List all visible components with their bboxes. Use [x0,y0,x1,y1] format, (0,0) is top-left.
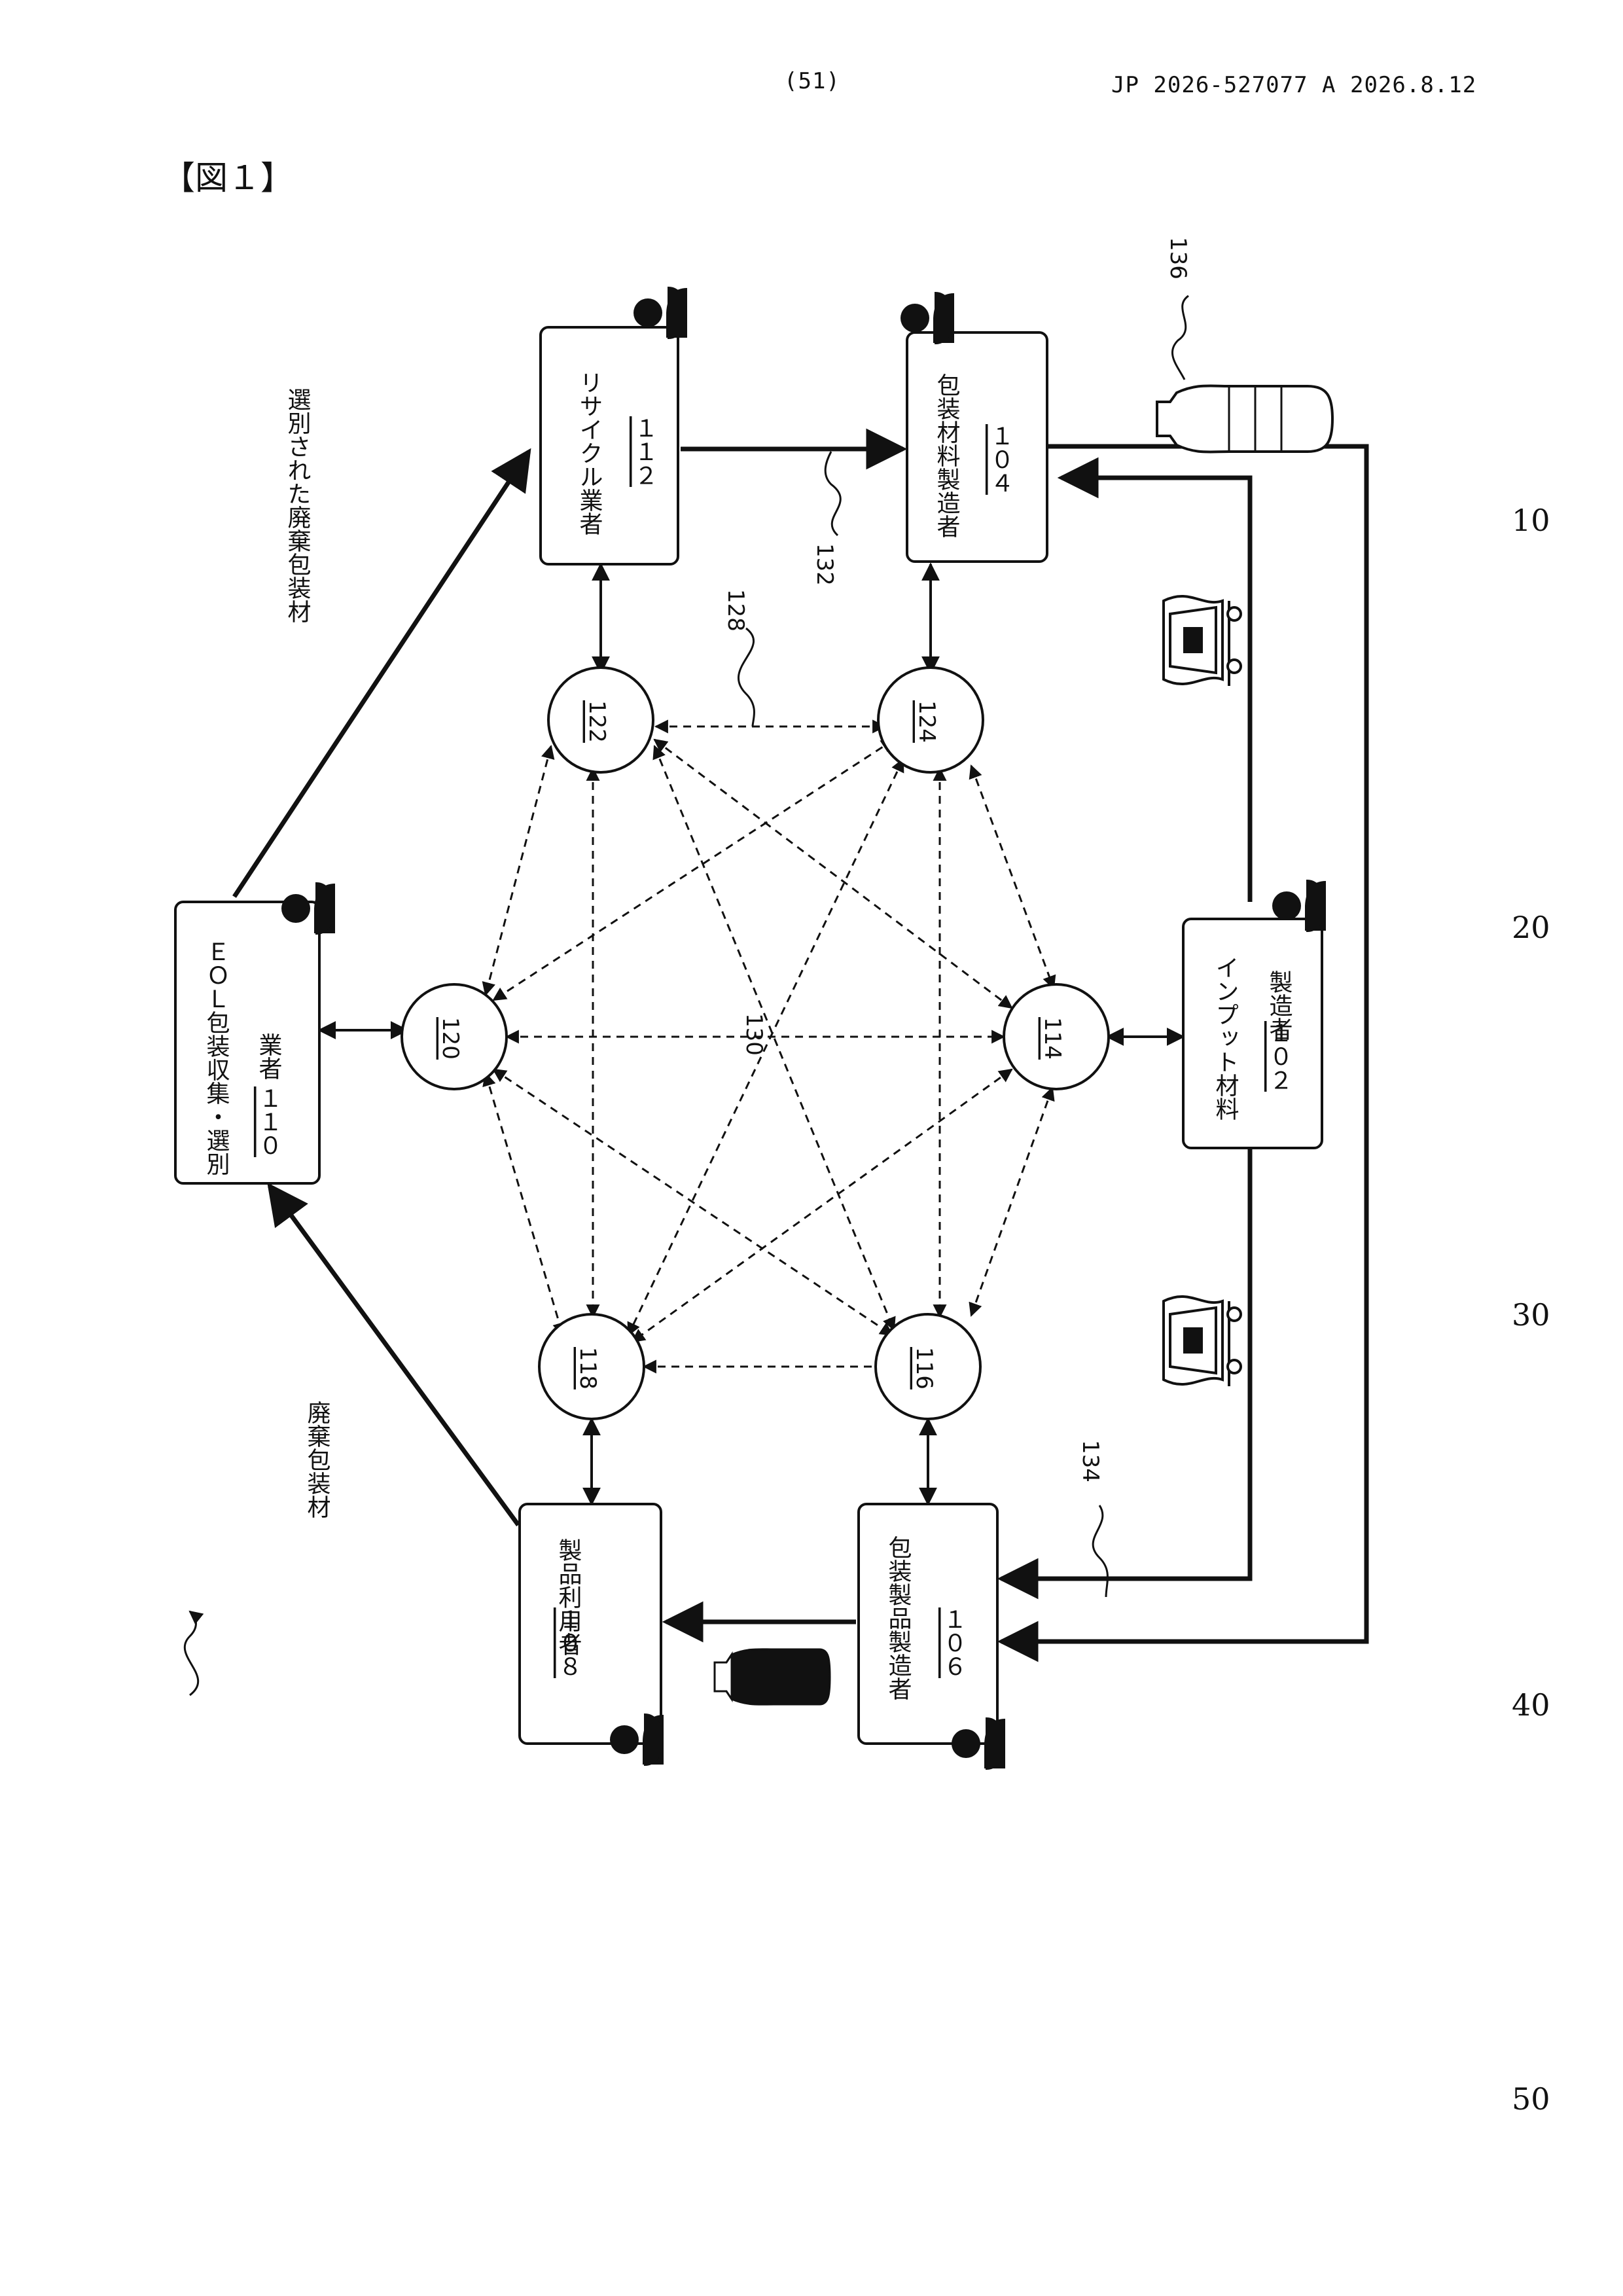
ref-134-label: 134 [1077,1440,1103,1482]
packaged-product-maker-ref: １０６ [940,1607,967,1678]
node-116-label: 116 [911,1347,937,1390]
box-eol-collector: ＥＯＬ包装収集・選別 業者 １１０ [175,902,319,1183]
bottle-icon [715,1649,830,1704]
ref-132-label: 132 [812,543,838,586]
ref-130: 130 [741,1013,767,1056]
ref-126 [185,1611,198,1695]
box-packaged-product-maker: 包装製品製造者 １０６ [859,1504,997,1744]
ref-136: 136 [1165,237,1191,380]
recycler-ref: １１２ [631,416,658,487]
node-114-label: 114 [1039,1017,1065,1060]
node-124: 124 [878,668,983,772]
mining-cart-icon [1164,596,1241,686]
node-118: 118 [539,1314,644,1419]
eol-collector-name-line1: ＥＯＬ包装収集・選別 [203,940,230,1175]
sorted-waste-label: 選別された廃棄包装材 [284,387,312,623]
input-material-maker-name-line1: インプット材料 [1212,956,1240,1121]
node-124-label: 124 [914,700,940,743]
eol-collector-ref: １１０ [255,1086,282,1157]
node-114: 114 [1004,984,1109,1089]
ref-136-label: 136 [1165,237,1191,279]
box-packaging-material-maker: 包装材料製造者 １０４ [907,332,1047,562]
input-material-maker-ref: １０２ [1266,1021,1293,1092]
ref-128-label: 128 [722,589,749,632]
node-116: 116 [876,1314,980,1419]
ref-130-label: 130 [741,1013,767,1056]
packaging-material-maker-ref: １０４ [987,424,1014,495]
packaged-product-maker-name: 包装製品製造者 [885,1535,912,1700]
product-user-ref: １０８ [555,1607,582,1678]
box-input-material-maker: インプット材料 製造者 １０２ [1183,919,1322,1148]
node-118-label: 118 [575,1347,601,1390]
node-122-label: 122 [584,700,610,743]
recycler-name: リサイクル業者 [576,370,603,535]
node-120: 120 [402,984,507,1089]
box-product-user: 製品利用者 １０８ [520,1504,661,1744]
node-120-label: 120 [437,1017,463,1060]
box-recycler: リサイクル業者 １１２ [541,327,678,564]
ref-132: 132 [812,452,840,586]
node-122: 122 [548,668,653,772]
mining-cart-icon [1164,1297,1241,1386]
packaging-material-maker-name: 包装材料製造者 [933,373,961,538]
ref-128: 128 [722,589,755,726]
bottle-icon [1157,386,1332,452]
eol-collector-name-line2: 業者 [255,1033,282,1080]
waste-packaging-label: 廃棄包装材 [304,1401,331,1518]
dashed-network [486,726,1054,1367]
ref-134: 134 [1077,1440,1108,1597]
